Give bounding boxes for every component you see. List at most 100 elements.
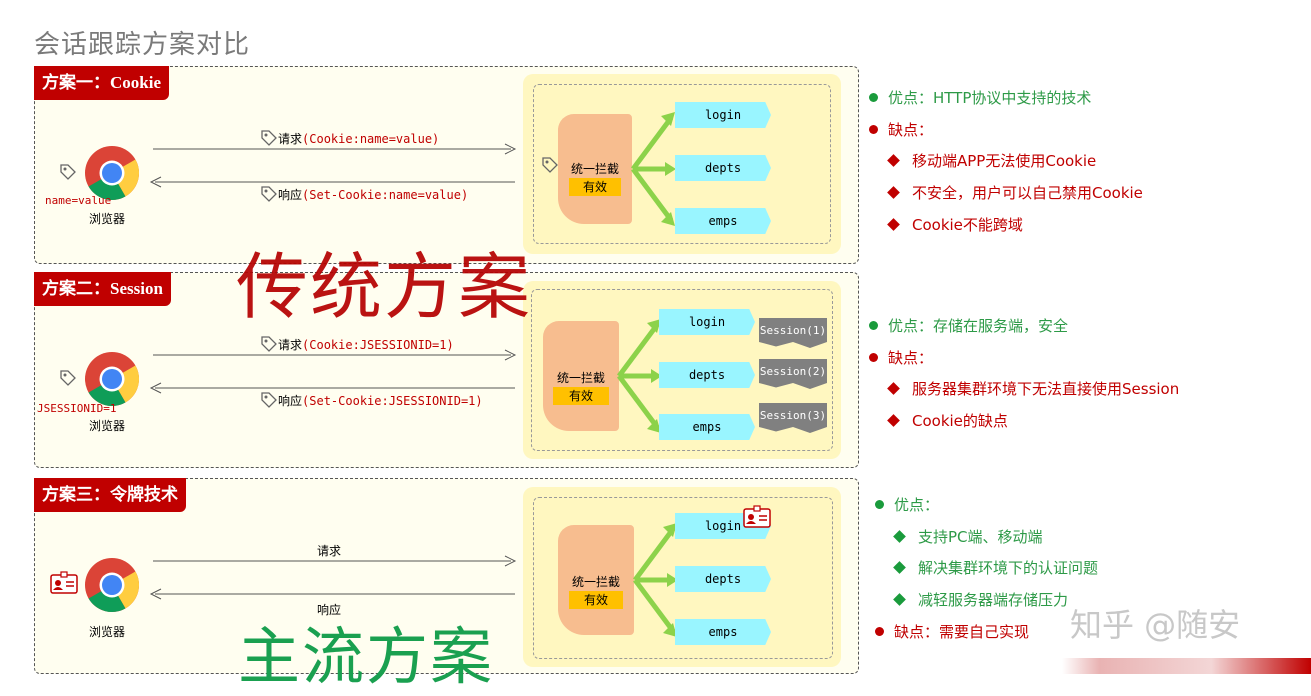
cookie-value: JSESSIONID=1 <box>37 402 117 415</box>
response-label: 响应 <box>278 188 303 202</box>
request-label: 请求 <box>278 132 303 146</box>
page-title: 会话跟踪方案对比 <box>34 30 251 60</box>
chrome-browser-icon <box>84 145 140 205</box>
con-point: 缺点： <box>869 119 933 140</box>
request-message: 请求(Cookie:JSESSIONID=1) <box>260 335 454 353</box>
service-depts: depts <box>675 566 771 592</box>
response-arrow <box>149 382 515 394</box>
valid-badge: 有效 <box>569 178 621 196</box>
con-item: Cookie不能跨域 <box>887 214 1023 235</box>
response-code: (Set-Cookie:name=value) <box>302 188 469 202</box>
fan-arrows <box>633 523 678 637</box>
service-depts: depts <box>675 155 771 181</box>
service-emps: emps <box>675 619 771 645</box>
service-login: login <box>675 102 771 128</box>
response-message: 响应(Set-Cookie:name=value) <box>260 185 468 203</box>
server-zone: 统一拦截 有效 login depts emps <box>523 74 841 254</box>
bullet-dot-icon <box>875 627 884 636</box>
bullet-dot-icon <box>875 500 884 509</box>
tag-icon <box>59 163 77 185</box>
pro-item-text: 减轻服务器端存储压力 <box>918 591 1069 609</box>
valid-badge: 有效 <box>553 387 609 405</box>
tag-icon <box>261 186 277 202</box>
con-item: 不安全，用户可以自己禁用Cookie <box>887 182 1143 203</box>
pro-item-text: 解决集群环境下的认证问题 <box>918 559 1099 577</box>
pro-text: 优点：存储在服务端，安全 <box>888 317 1069 335</box>
scheme-tab: 方案二：Session <box>34 272 171 306</box>
diamond-bullet-icon <box>887 382 900 395</box>
con-text: 缺点： <box>888 349 934 367</box>
watermark: 知乎 @随安 <box>1070 606 1241 644</box>
diamond-bullet-icon <box>893 530 906 543</box>
request-arrow <box>153 349 517 361</box>
request-code: (Cookie:name=value) <box>302 132 440 146</box>
response-message: 响应(Set-Cookie:JSESSIONID=1) <box>260 391 483 409</box>
pro-item: 减轻服务器端存储压力 <box>893 589 1069 610</box>
filter-label: 统一拦截 <box>556 371 605 385</box>
response-label: 响应 <box>317 603 342 617</box>
pro-point: 优点： <box>875 494 939 515</box>
con-text: 缺点： <box>888 121 934 139</box>
pro-point: 优点：存储在服务端，安全 <box>869 315 1068 336</box>
con-item-text: 移动端APP无法使用Cookie <box>912 152 1097 170</box>
request-label: 请求 <box>278 338 303 352</box>
con-item-text: 不安全，用户可以自己禁用Cookie <box>912 184 1143 202</box>
browser-label: 浏览器 <box>89 419 126 433</box>
service-depts: depts <box>659 362 755 388</box>
scheme-cookie-panel: 方案一：Cookie name=value 浏览器 请求(Cookie:name… <box>34 66 859 264</box>
filter-label: 统一拦截 <box>571 575 620 589</box>
browser-label: 浏览器 <box>89 212 126 226</box>
tag-icon <box>541 156 559 178</box>
chrome-browser-icon <box>84 351 140 411</box>
diamond-bullet-icon <box>887 414 900 427</box>
browser-label: 浏览器 <box>89 625 126 639</box>
tag-icon <box>261 130 277 146</box>
con-item: 服务器集群环境下无法直接使用Session <box>887 378 1180 399</box>
filter-label: 统一拦截 <box>570 162 619 176</box>
con-item: 移动端APP无法使用Cookie <box>887 150 1097 171</box>
fan-arrows <box>617 319 662 433</box>
request-label: 请求 <box>317 544 342 558</box>
con-item: Cookie的缺点 <box>887 410 1008 431</box>
pro-text: 优点： <box>894 496 940 514</box>
traditional-overlay: 传统方案 <box>236 245 533 329</box>
con-point: 缺点： <box>869 347 933 368</box>
corner-decoration <box>1062 658 1311 674</box>
pro-text: 优点：HTTP协议中支持的技术 <box>888 89 1092 107</box>
request-arrow <box>153 555 517 567</box>
server-zone: 统一拦截 有效 login depts emps Session(1) Sess… <box>523 281 841 459</box>
diamond-bullet-icon <box>887 154 900 167</box>
scheme-tab: 方案三：令牌技术 <box>34 478 186 512</box>
con-point: 缺点：需要自己实现 <box>875 621 1029 642</box>
request-arrow <box>153 143 517 155</box>
bullet-dot-icon <box>869 353 878 362</box>
mainstream-overlay: 主流方案 <box>238 620 495 693</box>
service-emps: emps <box>675 208 771 234</box>
tag-icon <box>261 336 277 352</box>
response-code: (Set-Cookie:JSESSIONID=1) <box>302 394 483 408</box>
service-login: login <box>659 309 755 335</box>
pro-point: 优点：HTTP协议中支持的技术 <box>869 87 1091 108</box>
session-store-1: Session(1) <box>759 318 827 348</box>
con-item-text: Cookie不能跨域 <box>912 216 1023 234</box>
request-code: (Cookie:JSESSIONID=1) <box>302 338 454 352</box>
request-message: 请求(Cookie:name=value) <box>260 129 439 147</box>
bullet-dot-icon <box>869 321 878 330</box>
con-item-text: 服务器集群环境下无法直接使用Session <box>912 380 1180 398</box>
diamond-bullet-icon <box>887 218 900 231</box>
tag-icon <box>261 392 277 408</box>
pro-item-text: 支持PC端、移动端 <box>918 528 1043 546</box>
scheme-session-panel: 方案二：Session JSESSIONID=1 浏览器 请求(Cookie:J… <box>34 272 859 468</box>
fan-arrows <box>631 112 676 226</box>
unified-filter <box>558 525 634 635</box>
tag-icon <box>59 369 77 391</box>
valid-badge: 有效 <box>569 591 623 609</box>
diamond-bullet-icon <box>893 593 906 606</box>
chrome-browser-icon <box>84 557 140 617</box>
scheme-tab: 方案一：Cookie <box>34 66 169 100</box>
unified-filter <box>558 114 632 224</box>
pro-item: 解决集群环境下的认证问题 <box>893 557 1099 578</box>
response-arrow <box>149 588 515 600</box>
unified-filter <box>543 321 619 431</box>
response-arrow <box>149 176 515 188</box>
